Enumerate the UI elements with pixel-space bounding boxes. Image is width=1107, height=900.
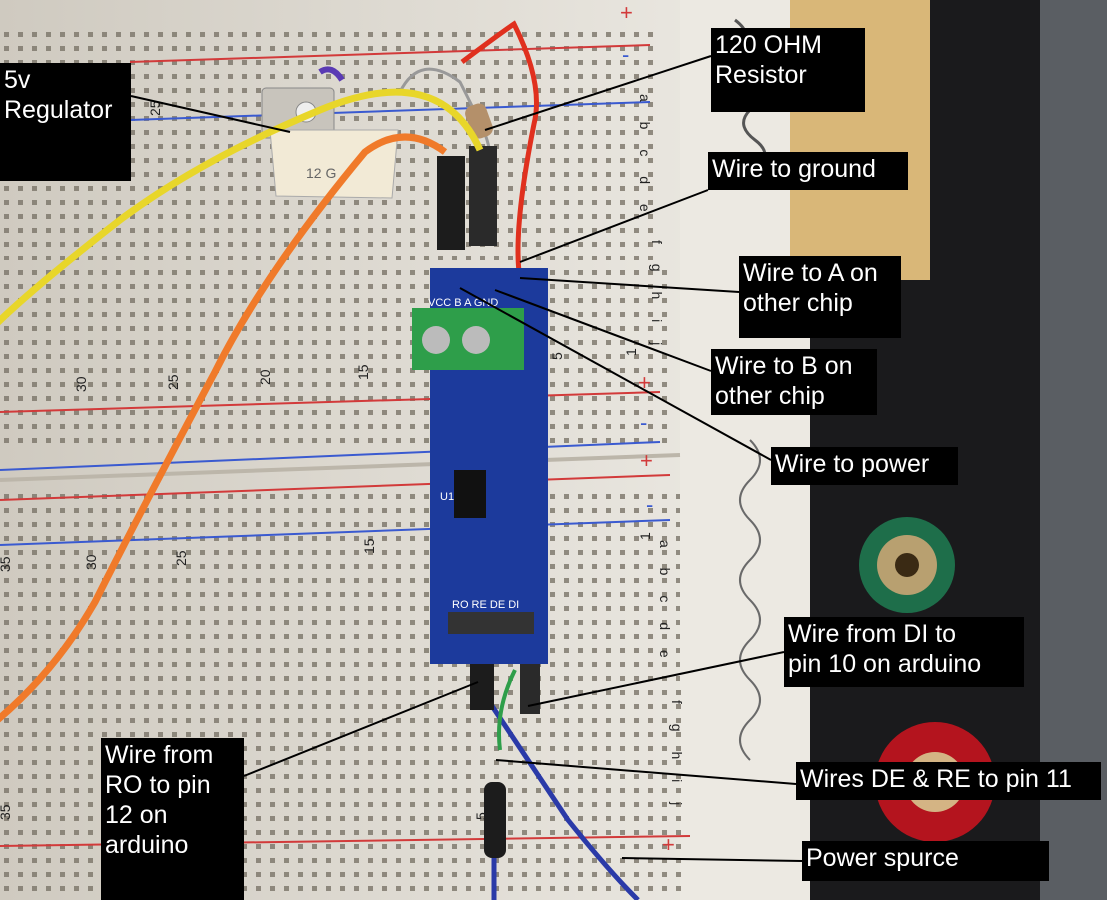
yellow-wire [0,88,484,326]
col-20-mid: 20 [257,369,273,385]
blue-wire [485,698,640,900]
col-30-mid: 30 [73,376,89,392]
breadboard-lower-section [0,474,680,688]
col-25-low: 25 [173,550,189,566]
module-pins-bottom: RO RE DE DI [452,599,519,611]
label-wire-from-ro: Wire from RO to pin 12 on arduino [101,738,244,900]
table-surface [1040,0,1107,900]
green-wire [497,669,517,751]
col-1-mid: 1 [623,348,639,356]
col-15-low: 15 [361,538,377,554]
plus-low: + [640,448,653,473]
row-letters-top: a b c d e [637,94,653,220]
col-35-bottom: 35 [0,804,13,820]
minus-mid: - [640,410,647,435]
label-wire-to-ground: Wire to ground [708,152,908,190]
chip-label: U1 [440,491,454,503]
col-5-bottom: 5 [473,812,489,820]
label-5v-regulator: 5v Regulator [0,63,131,181]
board-markings: + - + - + - + 25 25 20 15 30 25 15 30 35… [0,0,685,857]
col-15-mid: 15 [355,364,371,380]
black-jumper-lower [470,660,494,710]
black-connector-1 [437,156,465,250]
col-1-low: 1 [637,532,653,540]
plus-top: + [620,0,633,25]
orange-wire [0,133,448,723]
binding-post-green [859,517,955,613]
rs485-module: VCC B A GND U1 RO RE DE DI [412,268,548,664]
handwriting [739,439,761,761]
row-letters-low: a b c d e [657,540,673,666]
plus-bottom: + [662,832,675,857]
label-wire-from-di: Wire from DI to pin 10 on arduino [784,617,1024,687]
col-25-mid: 25 [165,374,181,390]
red-wire [460,20,539,273]
row-letters-bottom: f g h i j [669,700,685,813]
label-wire-to-b: Wire to B on other chip [711,349,877,415]
row-letters-mid: f g h i j [649,240,665,353]
col-35-low: 35 [0,556,13,572]
pointer-lines [130,55,803,862]
label-wires-de-re: Wires DE & RE to pin 11 [796,762,1101,800]
col-25-top: 25 [147,100,163,116]
black-connector-2 [469,146,497,246]
label-power-source: Power spurce [802,841,1049,881]
minus-top: - [622,42,629,67]
label-resistor: 120 OHM Resistor [711,28,865,112]
plus-mid: + [638,370,651,395]
label-wire-to-a: Wire to A on other chip [739,256,901,338]
black-jumper-lower-2 [520,664,540,714]
label-wire-to-power: Wire to power [771,447,958,485]
col-5-mid: 5 [549,352,565,360]
breadboard-mid-section [0,268,681,482]
col-30-low: 30 [83,554,99,570]
black-jumper-bottom [484,782,506,858]
regulator-marking: 12 G [306,165,336,181]
minus-low: - [646,492,653,517]
purple-lead [318,66,345,82]
